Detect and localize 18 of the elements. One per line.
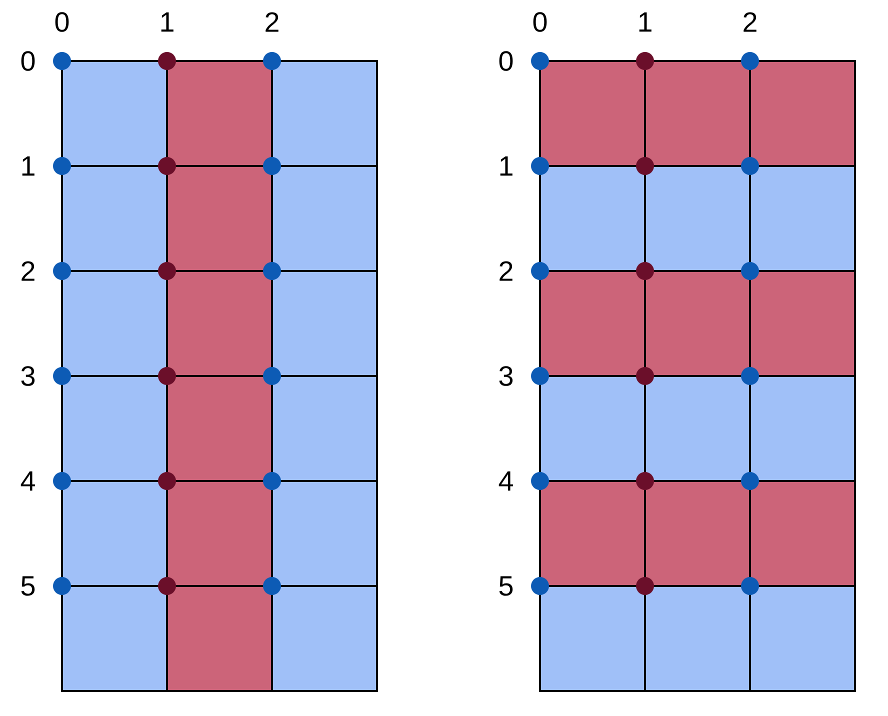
row-number: 0 — [499, 51, 513, 71]
row-number: 2 — [22, 261, 34, 281]
row-number: 4 — [20, 471, 35, 491]
row-number: 1 — [500, 156, 512, 176]
column-number: 2 — [266, 12, 278, 32]
row-number: 2 — [500, 261, 512, 281]
column-number: 0 — [533, 12, 547, 32]
row-number: 5 — [499, 576, 513, 596]
column-number: 2 — [744, 12, 756, 32]
row-number: 4 — [498, 471, 513, 491]
column-number: 1 — [161, 12, 174, 32]
column-number: 0 — [55, 12, 69, 32]
row-number: 1 — [22, 156, 34, 176]
row-number: 5 — [21, 576, 35, 596]
column-number: 1 — [639, 12, 652, 32]
row-number: 3 — [499, 366, 513, 386]
row-number: 0 — [21, 51, 35, 71]
row-number: 3 — [21, 366, 35, 386]
